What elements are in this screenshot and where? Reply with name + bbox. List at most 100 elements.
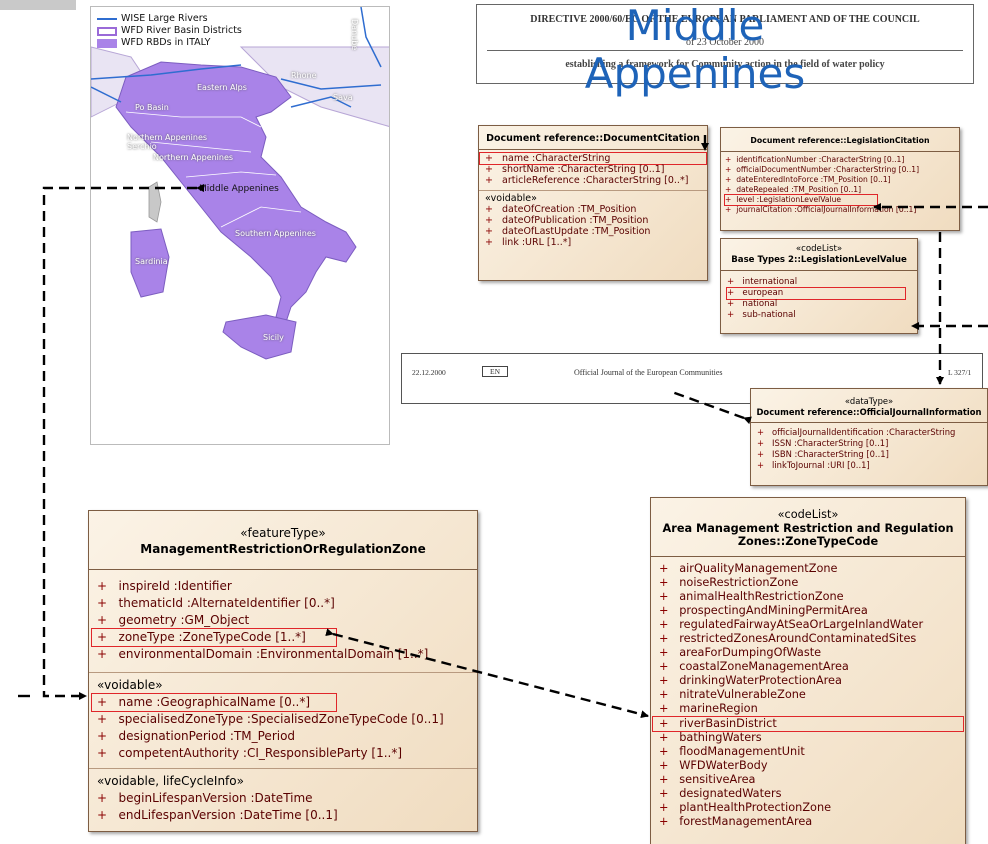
attr-zone-type: + zoneType :ZoneTypeCode [1..*] [91,628,337,647]
attr-link-to-journal: + linkToJournal :URI [0..1] [757,460,870,470]
level-item-sub-national: + sub-national [727,310,796,320]
zone-type-item-label: WFDWaterBody [679,758,768,772]
attr-text: competentAuthority :CI_ResponsibleParty … [118,746,403,760]
attr-text: shortName :CharacterString [0..1] [502,164,665,175]
stereotype-voidable: «voidable» [485,193,537,204]
attr-specialised-zone-type: + specialisedZoneType :SpecialisedZoneTy… [97,712,444,726]
oj-page: L 327/1 [948,368,972,377]
official-journal-information-title: Document reference::OfficialJournalInfor… [756,407,982,417]
feature-title: ManagementRestrictionOrRegulationZone [140,542,426,556]
attr-oj-identification: + officialJournalIdentification :Charact… [757,427,956,437]
oj-title: Official Journal of the European Communi… [574,368,723,377]
map-label-eastern-alps: Eastern Alps [197,83,247,92]
legend-label: WISE Large Rivers [121,13,208,24]
zone-type-item: + nitrateVulnerableZone [659,688,957,702]
attr-competent-authority: + competentAuthority :CI_ResponsiblePart… [97,746,403,760]
attr-text: zoneType :ZoneTypeCode [1..*] [118,630,306,644]
management-zone-feature-class: «featureType» ManagementRestrictionOrReg… [88,510,478,832]
map-legend: WISE Large Rivers WFD River Basin Distri… [97,13,242,49]
zone-type-item-label: airQualityManagementZone [679,561,838,575]
zone-type-item: + floodManagementUnit [659,745,957,759]
map-graphic [91,7,389,444]
zone-type-item: + forestManagementArea [659,815,957,829]
zone-type-item-label: regulatedFairwayAtSeaOrLargeInlandWater [679,617,924,631]
attr-end-lifespan: + endLifespanVersion :DateTime [0..1] [97,808,338,822]
attr-date-entered-into-force: + dateEnteredIntoForce :TM_Position [0..… [725,175,891,184]
attr-text: dateOfCreation :TM_Position [502,204,637,215]
zone-type-title-line2: Zones::ZoneTypeCode [737,535,879,548]
zone-type-item-label: nitrateVulnerableZone [679,688,806,702]
feature-voidable: «voidable» + name :GeographicalName [0..… [89,673,477,769]
map-label-sicily: Sicily [263,333,284,342]
attr-text: level :LegislationLevelValue [736,195,842,204]
attr-text: link :URL [1..*] [502,237,572,248]
attr-issn: + ISSN :CharacterString [0..1] [757,438,889,448]
zone-type-item-label: riverBasinDistrict [679,716,777,730]
zone-type-item-label: drinkingWaterProtectionArea [679,674,842,688]
zone-type-item-label: restrictedZonesAroundContaminatedSites [679,631,917,645]
attr-text: name :CharacterString [502,153,611,164]
legislation-citation-attrs: + identificationNumber :CharacterString … [721,152,959,218]
attr-official-document-number: + officialDocumentNumber :CharacterStrin… [725,165,920,174]
plus-marker: + [659,730,669,744]
legislation-level-value-items: + international + european + national + … [721,271,917,327]
stereotype-codelist: «codeList» [777,508,839,521]
plus-marker: + [659,716,669,730]
map-label-danube: Danube [350,19,359,51]
directive-header: DIRECTIVE 2000/60/EC OF THE EUROPEAN PAR… [476,4,974,84]
district-swatch [97,26,117,36]
zone-type-item: + riverBasinDistrict [652,715,964,732]
official-journal-information-attrs: + officialJournalIdentification :Charact… [751,423,987,475]
legend-label: WFD River Basin Districts [121,25,242,36]
attr-date-creation: + dateOfCreation :TM_Position [485,204,637,215]
zone-type-item: + prospectingAndMiningPermitArea [659,604,957,618]
document-citation-header: Document reference::DocumentCitation [479,126,707,150]
zone-type-item: + marineRegion [659,702,957,716]
zone-type-item: + restrictedZonesAroundContaminatedSites [659,632,957,646]
stereotype-lifecycle: «voidable, lifeCycleInfo» [97,774,244,788]
zone-type-items: + airQualityManagementZone + noiseRestric… [651,557,965,830]
attr-text: officialJournalIdentification :Character… [772,427,956,437]
directive-subtitle: establishing a framework for Community a… [565,59,885,70]
attr-environmental-domain: + environmentalDomain :EnvironmentalDoma… [97,647,429,661]
zone-type-item: + plantHealthProtectionZone [659,801,957,815]
zone-type-item: + regulatedFairwayAtSeaOrLargeInlandWate… [659,618,957,632]
document-citation-voidable: «voidable» + dateOfCreation :TM_Position… [479,191,707,250]
map-label-southern-appenines: Southern Appenines [235,229,316,238]
plus-marker: + [659,575,669,589]
attr-text: international [742,277,798,287]
level-item-national: + national [727,299,778,309]
map-label-sava: Sava [333,93,353,102]
zone-type-item-label: sensitiveArea [679,772,756,786]
attr-geographical-name: + name :GeographicalName [0..*] [91,693,337,712]
directive-title: DIRECTIVE 2000/60/EC OF THE EUROPEAN PAR… [530,14,920,25]
attr-name: + name :CharacterString [479,152,707,165]
map-label-rhone: Rhone [291,71,317,80]
attr-text: thematicId :AlternateIdentifier [0..*] [118,596,335,610]
attr-text: dateOfPublication :TM_Position [502,215,649,226]
zone-type-item-label: noiseRestrictionZone [679,575,799,589]
zone-type-item: + drinkingWaterProtectionArea [659,674,957,688]
plus-marker: + [659,787,669,800]
attr-date-repealed: + dateRepealed :TM_Position [0..1] [725,185,862,194]
plus-marker: + [659,702,669,716]
plus-marker: + [659,744,669,758]
zone-type-item: + bathingWaters [659,731,957,745]
legend-item: WFD RBDs in ITALY [97,37,242,49]
feature-attrs: + inspireId :Identifier + thematicId :Al… [89,570,477,673]
directive-date: of 23 October 2000 [685,37,765,48]
zone-type-item-label: plantHealthProtectionZone [679,801,832,815]
plus-marker: + [659,561,669,575]
attr-short-name: + shortName :CharacterString [0..1] [485,164,665,175]
zone-type-item-label: marineRegion [679,702,758,716]
zone-type-item: + animalHealthRestrictionZone [659,590,957,604]
legend-item: WFD River Basin Districts [97,25,242,37]
attr-designation-period: + designationPeriod :TM_Period [97,729,296,743]
attr-begin-lifespan: + beginLifespanVersion :DateTime [97,791,313,805]
feature-header: «featureType» ManagementRestrictionOrReg… [89,511,477,570]
map-label-northern-appenines: Northern Appenines [153,153,234,162]
attr-text: designationPeriod :TM_Period [118,729,296,743]
zone-type-item: + areaForDumpingOfWaste [659,646,957,660]
attr-link: + link :URL [1..*] [485,237,572,248]
legislation-citation-header: Document reference::LegislationCitation [721,128,959,152]
